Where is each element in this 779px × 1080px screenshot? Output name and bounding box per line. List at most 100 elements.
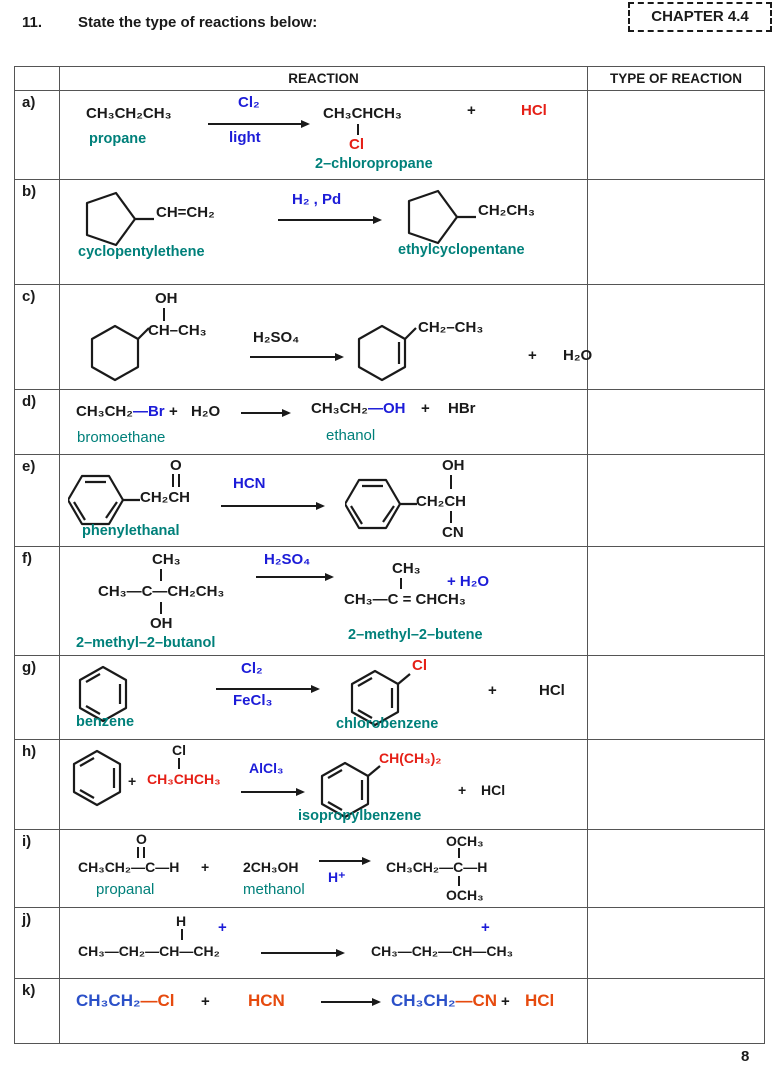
reactant-name: cyclopentylethene [78,244,205,260]
reactant-name: benzene [76,714,135,730]
cyclopentane-ring [85,191,154,247]
carbonyl-oxygen: O [136,831,147,847]
reactant-formula: CH₃—CH₂—CH—CH₂ [78,943,220,959]
byproduct-formula: HCl [525,991,555,1010]
byproduct-formula: HCl [521,102,547,119]
arrow-reagent: H₂ , Pd [292,191,342,208]
alkyl-part: CH₃CH₂ [391,991,456,1010]
type-answer-cell [588,830,764,907]
arrow-catalyst: H⁺ [328,869,346,885]
plus-sign: + [467,102,476,119]
reaction-arrow [241,787,305,796]
methyl-branch: CH₃ [152,551,181,568]
table-row: j) H + CH₃—CH₂—CH—CH₂ + CH₃—CH₂—CH—CH₃ [15,907,764,978]
reactant-formula: CH₃—C—CH₂CH₃ [98,583,225,600]
reactions-table: REACTION TYPE OF REACTION a) CH₃CH₂CH₃ p… [14,66,765,1044]
reactant2-formula: HCN [248,991,285,1010]
plus-sign: + [421,400,430,417]
product-substituent: Cl [412,657,427,674]
reaction-arrow [241,408,291,417]
hydroxyl-group: OH [150,615,173,632]
reaction-arrow [321,997,381,1006]
reactant-chain: CH₂CH [140,489,190,506]
table-row: h) + Cl CH₃CHCH₃ AlCl₃ CH(CH₃)₂ + HCl is… [15,739,764,829]
product-chain: CH₂CH₃ [478,202,535,219]
chapter-badge: CHAPTER 4.4 [628,2,772,32]
reactant-chain: CH=CH₂ [156,204,215,221]
product-substituent: CH(CH₃)₂ [379,750,442,766]
product-name: chlorobenzene [336,716,439,732]
arrow-reagent: Cl₂ [241,660,263,677]
halide-part: —Cl [140,991,175,1010]
plus-sign: + [501,993,510,1010]
page-number: 8 [741,1048,750,1065]
table-row: i) O CH₃CH₂—C—H propanal + 2CH₃OH methan… [15,829,764,907]
single-bond [163,308,165,321]
single-bond [450,475,452,489]
product-chain: CH₂CH [416,493,466,510]
arrow-reagent: H₂SO₄ [264,551,311,568]
chloro-substituent: Cl [172,742,186,758]
type-answer-cell [588,91,764,179]
question-text: State the type of reactions below: [78,14,318,31]
reaction-arrow [208,119,310,128]
header-label-cell [15,67,60,90]
type-answer-cell [588,285,764,389]
product-formula: CH₃—CH₂—CH—CH₃ [371,943,514,959]
byproduct-formula: HBr [448,400,476,417]
row-label: c) [15,285,60,389]
reaction-arrow [278,215,382,224]
single-bond [181,929,183,940]
product-chain: CH₂–CH₃ [418,319,484,336]
reactant-formula: CH₃CH₂CH₃ [86,105,172,122]
single-bond [458,876,460,886]
product-formula: CH₃CH₂—C—H [386,859,488,875]
plus-sign: + [528,347,537,364]
reactant-name: phenylethanal [82,523,180,539]
reaction-arrow [261,948,345,957]
reaction-arrow [216,684,320,693]
alkyl-part: CH₃CH₂ [311,400,368,417]
benzene-ring [320,761,381,819]
table-row: d) CH₃CH₂—Br bromoethane + H₂O CH₃CH₂—OH… [15,389,764,454]
hydroxyl-group: OH [155,290,178,307]
cyclopentane-ring [407,189,476,245]
arrow-condition: light [229,129,261,146]
single-bond [458,848,460,858]
table-row: a) CH₃CH₂CH₃ propane Cl₂ light CH₃CHCH₃ … [15,90,764,179]
product-name: ethylcyclopentane [398,242,525,258]
row-label: j) [15,908,60,978]
methoxy-group: OCH₃ [446,833,484,849]
benzene-ring [345,478,417,530]
product-formula: CH₃CH₂—OH [311,400,405,417]
plus-sign: + [169,403,178,420]
positive-charge: + [481,919,490,936]
type-answer-cell [588,979,764,1043]
reactant2-formula: CH₃CHCH₃ [147,771,221,787]
reactant-formula: CH₃CH₂—C—H [78,859,180,875]
benzene-ring [72,749,122,807]
arrow-catalyst: FeCl₃ [233,692,273,709]
benzene-ring [78,665,128,723]
byproduct-formula: HCl [481,782,506,798]
product-substituent: Cl [349,136,364,153]
plus-sign: + [488,682,497,699]
hydroxyl-part: —OH [367,400,406,417]
double-bond [172,474,180,487]
carbonyl-oxygen: O [170,457,182,474]
product-formula: CH₃CHCH₃ [323,105,402,122]
reaction-cell: CH₂CH O phenylethanal HCN CH₂CH OH CN [60,455,588,546]
table-row: k) CH₃CH₂—Cl + HCN CH₃CH₂—CN + HCl [15,978,764,1043]
type-answer-cell [588,390,764,454]
table-header-row: REACTION TYPE OF REACTION [15,67,764,90]
type-answer-cell [588,455,764,546]
table-row: g) benzene Cl₂ FeCl₃ Cl chlorobenzene + … [15,655,764,739]
benzene-ring [68,474,140,526]
header-reaction-cell: REACTION [60,67,588,90]
byproduct-formula: H₂O [563,347,593,364]
reaction-arrow [256,572,334,581]
arrow-reagent: Cl₂ [238,94,260,111]
reactant-formula: CH₃CH₂—Br [76,403,165,420]
reactant-name: propanal [96,881,155,898]
reaction-cell: CH₃CH₂—Cl + HCN CH₃CH₂—CN + HCl [60,979,588,1043]
